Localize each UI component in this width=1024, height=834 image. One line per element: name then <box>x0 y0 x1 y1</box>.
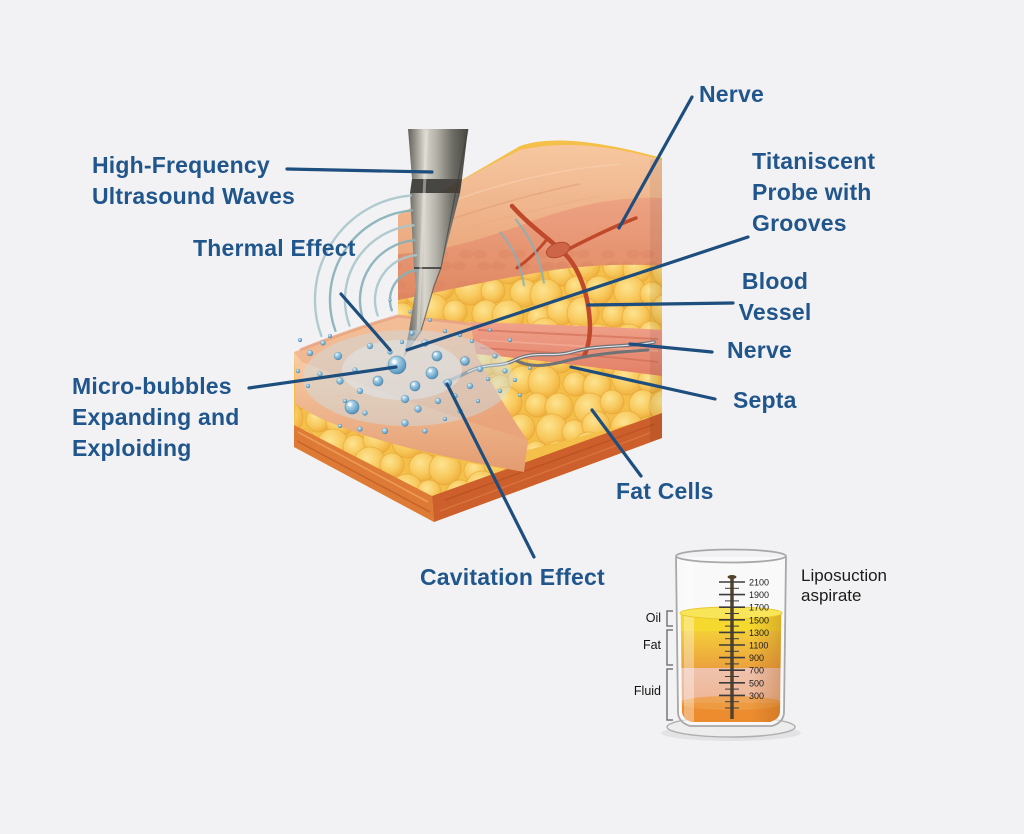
svg-text:Fat: Fat <box>643 638 662 652</box>
svg-text:700: 700 <box>749 666 764 676</box>
label-line: Blood <box>741 268 809 294</box>
label-titaniscent-probe: Titaniscent Probe with Grooves <box>752 146 875 239</box>
label-line: Grooves <box>752 210 847 236</box>
septa-band <box>470 322 662 376</box>
label-nerve-mid: Nerve <box>727 337 792 363</box>
svg-text:1500: 1500 <box>749 615 769 625</box>
ultrasound-probe <box>403 128 469 357</box>
label-high-frequency-ultrasound-waves: High-Frequency Ultrasound Waves <box>92 150 295 212</box>
label-line: Expanding and <box>72 404 240 430</box>
leader-titaniscent-probe <box>405 235 750 352</box>
svg-text:1300: 1300 <box>749 628 769 638</box>
svg-text:1900: 1900 <box>749 590 769 600</box>
label-septa: Septa <box>733 387 797 413</box>
svg-text:1700: 1700 <box>749 603 769 613</box>
blood-vessel <box>509 203 638 359</box>
leader-thermal <box>339 292 392 352</box>
tissue-block <box>294 140 662 522</box>
svg-text:Fluid: Fluid <box>634 684 661 698</box>
label-fat-cells: Fat Cells <box>616 478 714 504</box>
label-line: Micro-bubbles <box>72 373 232 399</box>
label-line: Liposuction <box>801 566 888 585</box>
nerve-fiber <box>442 340 656 384</box>
label-line: Titaniscent <box>752 148 876 174</box>
leader-high-frequency <box>285 167 434 174</box>
leader-nerve-mid <box>628 342 714 354</box>
leader-micro-bubbles <box>247 365 398 390</box>
aspirate-beaker: 2100 1900 1700 1500 1300 1100 900 700 500 300 Oil… <box>634 548 801 741</box>
label-thermal-effect: Thermal Effect <box>193 235 356 261</box>
bubble-cluster <box>295 298 533 435</box>
label-line: Exploiding <box>72 435 192 461</box>
plateau-back-edge <box>299 314 471 352</box>
bottom-crust-right <box>432 413 662 522</box>
ultrasound-wave-arcs <box>313 194 545 338</box>
label-line: High-Frequency <box>92 152 270 178</box>
svg-text:2100: 2100 <box>749 578 769 588</box>
svg-text:300: 300 <box>749 691 764 701</box>
svg-text:900: 900 <box>749 653 764 663</box>
leader-nerve-top <box>617 95 694 230</box>
label-liposuction-aspirate: Liposuction aspirate <box>801 566 887 606</box>
dermis-layer <box>398 197 662 300</box>
layer-brackets <box>666 610 673 721</box>
label-line: Ultrasound Waves <box>92 183 296 209</box>
label-line: aspirate <box>801 586 862 605</box>
label-nerve-top: Nerve <box>699 81 764 107</box>
beaker-scale: 2100 1900 1700 1500 1300 1100 900 700 500 300 <box>719 578 769 709</box>
label-line: Vessel <box>738 299 812 325</box>
label-cavitation-effect: Cavitation Effect <box>420 564 605 590</box>
svg-text:Oil: Oil <box>646 611 661 625</box>
skin-surface <box>398 144 662 254</box>
svg-text:1100: 1100 <box>749 641 768 651</box>
label-line: Probe with <box>752 179 872 205</box>
leader-lines <box>247 95 750 559</box>
leader-septa <box>569 365 717 401</box>
leader-cavitation <box>445 382 536 559</box>
leader-fat-cells <box>590 408 643 478</box>
svg-text:500: 500 <box>749 678 764 688</box>
label-micro-bubbles: Micro-bubbles Expanding and Exploiding <box>72 371 239 464</box>
leader-blood-vessel <box>586 301 735 307</box>
label-blood-vessel: Blood Vessel <box>726 266 824 328</box>
